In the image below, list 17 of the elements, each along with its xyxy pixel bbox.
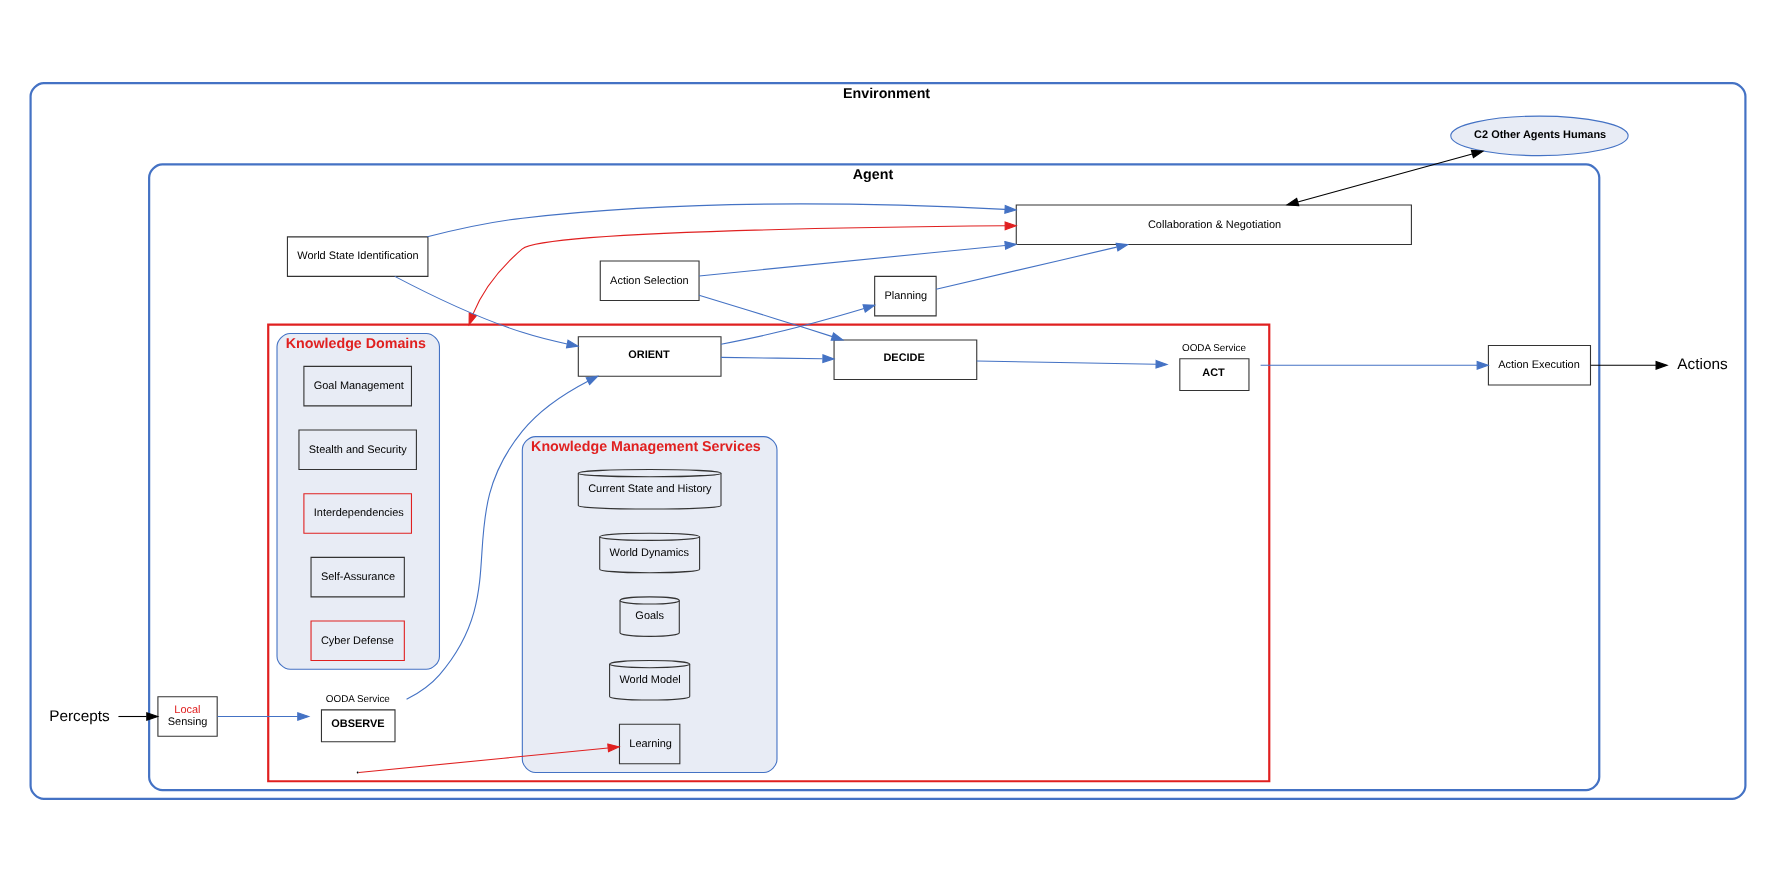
arrow — [698, 240, 1018, 277]
arrow — [358, 743, 621, 774]
arrow — [1260, 360, 1490, 370]
arrow — [406, 375, 600, 700]
arrow — [935, 242, 1130, 290]
arrow — [426, 203, 1018, 238]
arrow — [976, 359, 1169, 369]
arrow — [720, 304, 877, 345]
cluster — [267, 323, 1271, 783]
arrow — [394, 275, 580, 349]
arrow — [720, 354, 836, 364]
arrow — [468, 221, 1018, 327]
arrow — [117, 711, 160, 722]
arrow — [216, 711, 311, 722]
arrow — [1590, 360, 1669, 370]
arrow — [1285, 149, 1485, 207]
arrow — [698, 294, 845, 341]
